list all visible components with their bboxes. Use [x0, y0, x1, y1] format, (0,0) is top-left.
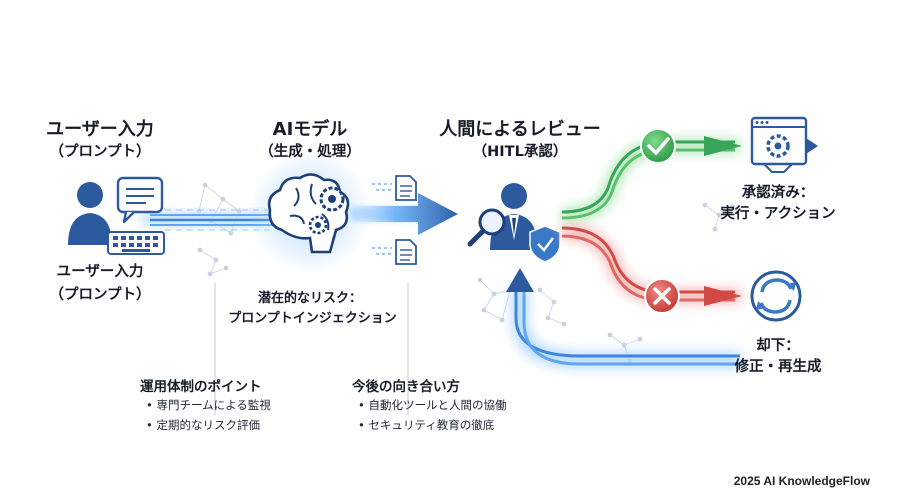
review-stage-subtitle: （HITL承認）	[472, 144, 568, 160]
risk-label-line2: プロンプトインジェクション	[228, 311, 397, 326]
list-item: セキュリティ教育の徹底	[358, 416, 506, 436]
input-stage-title: ユーザー入力	[46, 119, 154, 140]
chat-bubble-icon	[116, 176, 164, 224]
flow-arrow-2	[350, 193, 458, 235]
return-loop	[506, 268, 740, 368]
magnifier-icon	[467, 208, 506, 247]
future-list: 自動化ツールと人間の協働 セキュリティ教育の徹底	[358, 396, 506, 435]
rejected-label-line2: 修正・再生成	[734, 359, 822, 375]
list-item: 自動化ツールと人間の協働	[358, 396, 506, 416]
input-label-line1: ユーザー入力	[56, 264, 144, 280]
model-stage-subtitle: （生成・処理）	[259, 144, 361, 160]
keyboard-icon	[107, 231, 165, 255]
input-label-line2: （プロンプト）	[49, 287, 151, 303]
check-icon	[640, 128, 676, 164]
shield-check-icon	[529, 225, 561, 263]
future-title: 今後の向き合い方	[352, 379, 460, 395]
operations-title: 運用体制のポイント	[140, 379, 262, 395]
close-icon	[644, 278, 680, 314]
user-icon	[68, 182, 112, 245]
list-item: 専門チームによる監視	[146, 396, 270, 416]
input-stage-subtitle: （プロンプト）	[49, 144, 151, 160]
document-icon	[372, 175, 417, 201]
list-item: 定期的なリスク評価	[146, 416, 271, 436]
footer-credit: 2025 AI KnowledgeFlow	[733, 474, 870, 488]
approved-label-line1: 承認済み：	[741, 185, 815, 201]
refresh-icon	[750, 270, 802, 322]
risk-label-line1: 潜在的なリスク：	[257, 291, 362, 306]
approved-label-line2: 実行・アクション	[720, 206, 836, 222]
review-stage-title: 人間によるレビュー	[439, 119, 601, 140]
gear-icon	[319, 186, 345, 212]
settings-window-icon	[750, 116, 818, 173]
document-icon	[372, 239, 417, 265]
operations-list: 専門チームによる監視 定期的なリスク評価	[146, 396, 271, 436]
gear-icon	[308, 215, 328, 235]
model-stage-title: AIモデル	[272, 119, 348, 140]
rejected-label-line1: 却下：	[756, 338, 800, 354]
